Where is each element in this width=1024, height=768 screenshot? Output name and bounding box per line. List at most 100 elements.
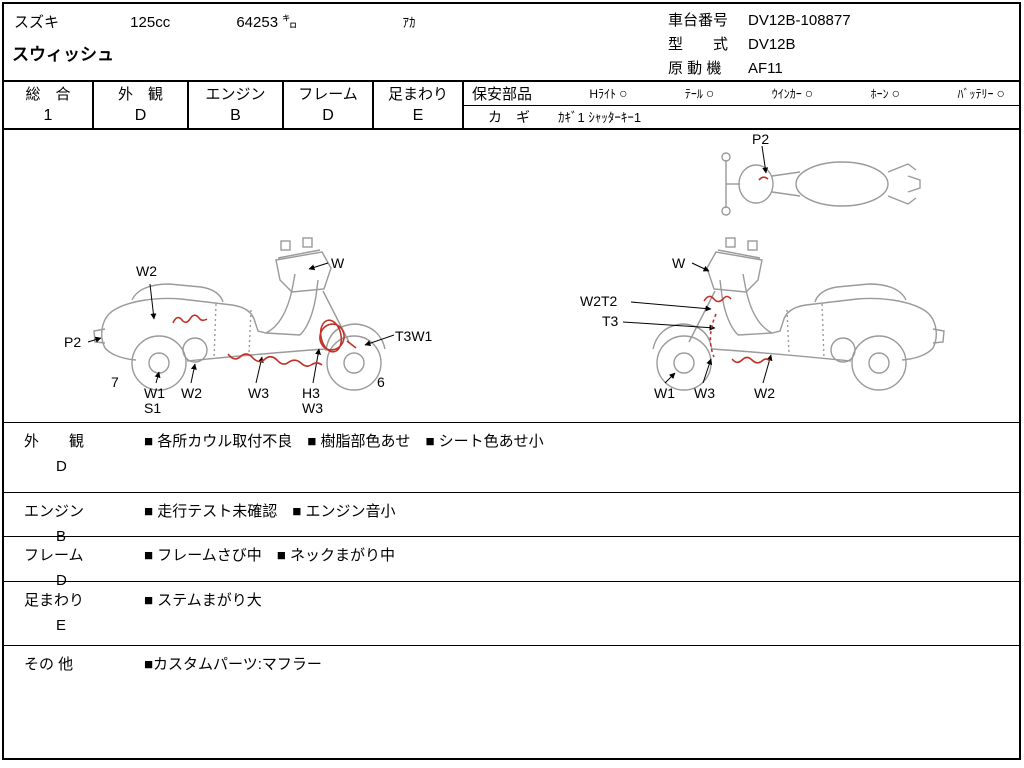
grade-value: D xyxy=(134,107,147,124)
damage-code-w: W xyxy=(331,255,345,271)
damage-code-t3: T3 xyxy=(602,313,619,329)
tire-code-6: 6 xyxy=(377,374,385,390)
safety-item-tail: ﾃｰﾙ ○ xyxy=(685,85,714,102)
comment-row-other: その 他 ■カスタムパーツ:マフラー xyxy=(4,646,1019,758)
damage-code-w2-right: W2 xyxy=(754,385,775,401)
comment-text: ■ ステムまがり大 xyxy=(144,592,262,609)
safety-item-battery: ﾊﾞｯﾃﾘｰ ○ xyxy=(957,85,1004,102)
grade-label: 外 観 xyxy=(117,86,163,103)
model-name: スウィッシュ xyxy=(12,45,114,64)
key-row: カ ギ ｶｷﾞ1 ｼｬｯﾀｰｷｰ1 xyxy=(464,106,1019,129)
vehicle-summary-row: スズキ 125cc 64253 ㌔ ｱｶ xyxy=(4,4,1019,32)
chassis-number-value: DV12B-108877 xyxy=(748,12,851,29)
comment-label-block: フレーム D xyxy=(24,544,144,589)
engine-code-value: AF11 xyxy=(748,60,783,77)
top-header: スズキ 125cc 64253 ㌔ ｱｶ スウィッシュ 車台番号 DV12B-10… xyxy=(4,4,1019,80)
model-type-label: 型 式 xyxy=(668,36,729,53)
damage-code-w3: W3 xyxy=(248,385,269,401)
engine-code-row: 原 動 機 AF11 xyxy=(668,57,851,81)
tire-code-7: 7 xyxy=(111,374,119,390)
damage-code-w1: W1 xyxy=(144,385,165,401)
status-circle-icon: ○ xyxy=(804,85,814,102)
comment-row-undercarriage: 足まわり E ■ ステムまがり大 xyxy=(4,582,1019,646)
status-circle-icon: ○ xyxy=(705,85,715,102)
comment-row-frame: フレーム D ■ フレームさび中 ■ ネックまがり中 xyxy=(4,537,1019,589)
comment-grade xyxy=(24,674,144,681)
grade-cell-overall: 総 合 1 xyxy=(4,82,94,128)
safety-item-winker: ｳｲﾝｶｰ ○ xyxy=(772,85,813,102)
chassis-number-label: 車台番号 xyxy=(668,12,729,29)
comment-label-block: 外 観 D xyxy=(24,430,144,492)
damage-code-w-right: W xyxy=(672,255,686,271)
damage-code-p2-topview: P2 xyxy=(752,131,770,147)
damage-code-w3-right: W3 xyxy=(694,385,715,401)
damage-code-w3b: W3 xyxy=(302,400,323,416)
status-circle-icon: ○ xyxy=(891,85,901,102)
damage-code-h3: H3 xyxy=(302,385,320,401)
grade-cell-undercarriage: 足まわり E xyxy=(374,82,464,128)
comment-label-block: 足まわり E xyxy=(24,589,144,645)
comment-grade: E xyxy=(56,617,67,634)
damage-code-w2-top: W2 xyxy=(136,263,157,279)
comment-label-block: エンジン B xyxy=(24,500,144,545)
comment-text: ■ 各所カウル取付不良 ■ 樹脂部色あせ ■ シート色あせ小 xyxy=(144,433,544,450)
comment-grade: B xyxy=(56,528,67,545)
comment-row-exterior: 外 観 D ■ 各所カウル取付不良 ■ 樹脂部色あせ ■ シート色あせ小 xyxy=(4,423,1019,493)
safety-item-headlight: Hﾗｲﾄ ○ xyxy=(589,85,627,102)
comment-text: ■ フレームさび中 ■ ネックまがり中 xyxy=(144,547,396,564)
key-value: ｶｷﾞ1 ｼｬｯﾀｰｷｰ1 xyxy=(558,110,642,126)
damage-diagram: P2 W2 W P2 T3W1 7 6 W1 S1 W2 W3 H3 W3 W … xyxy=(4,130,1019,423)
engine-code-label: 原 動 機 xyxy=(668,60,722,77)
damage-marks xyxy=(172,176,771,367)
pointer-arrows xyxy=(87,145,773,384)
grade-cell-exterior: 外 観 D xyxy=(94,82,189,128)
grade-bar: 総 合 1 外 観 D エンジン B フレーム D 足まわり E 保安部品 Hﾗ… xyxy=(4,80,1019,130)
grade-label: 総 合 xyxy=(25,86,71,103)
grade-label: フレーム xyxy=(298,86,358,103)
displacement: 125cc xyxy=(130,14,171,31)
comment-label: 外 観 xyxy=(24,433,85,450)
damage-code-w2-bottom: W2 xyxy=(181,385,202,401)
grade-value: B xyxy=(230,107,241,124)
comment-grade: D xyxy=(56,572,67,589)
comment-label: エンジン xyxy=(24,503,85,520)
comment-grade: D xyxy=(56,458,67,475)
model-type-row: 型 式 DV12B xyxy=(668,33,851,57)
maker-name: スズキ xyxy=(14,14,60,31)
status-circle-icon: ○ xyxy=(996,85,1005,102)
grade-label: 足まわり xyxy=(387,86,448,103)
grade-label: エンジン xyxy=(205,86,266,103)
safety-item-name: Hﾗｲﾄ xyxy=(589,86,617,101)
safety-item-name: ﾎｰﾝ xyxy=(870,86,889,101)
top-view-scooter xyxy=(721,152,921,216)
safety-parts-label: 保安部品 xyxy=(472,85,533,103)
key-label: カ ギ xyxy=(488,108,530,125)
damage-code-t3w1: T3W1 xyxy=(395,328,433,344)
identification-block: 車台番号 DV12B-108877 型 式 DV12B 原 動 機 AF11 xyxy=(668,9,851,81)
safety-parts-cell: 保安部品 Hﾗｲﾄ ○ ﾃｰﾙ ○ ｳｲﾝｶｰ ○ ﾎｰﾝ ○ xyxy=(464,82,1019,128)
comment-label: 足まわり xyxy=(24,592,85,609)
comments-section: 外 観 D ■ 各所カウル取付不良 ■ 樹脂部色あせ ■ シート色あせ小 エンジ… xyxy=(4,423,1019,758)
damage-code-w1-right: W1 xyxy=(654,385,675,401)
safety-item-horn: ﾎｰﾝ ○ xyxy=(871,85,900,102)
grade-cell-frame: フレーム D xyxy=(284,82,374,128)
safety-item-name: ﾃｰﾙ xyxy=(684,86,703,101)
comment-text: ■カスタムパーツ:マフラー xyxy=(144,656,322,673)
scooter-diagram-art xyxy=(87,145,945,391)
chassis-number-row: 車台番号 DV12B-108877 xyxy=(668,9,851,33)
body-color: ｱｶ xyxy=(402,15,416,30)
model-type-value: DV12B xyxy=(748,36,796,53)
comment-label: その 他 xyxy=(24,656,74,673)
comment-row-engine: エンジン B ■ 走行テスト未確認 ■ エンジン音小 xyxy=(4,493,1019,545)
grade-value: E xyxy=(412,107,424,124)
damage-code-s1: S1 xyxy=(144,400,162,416)
comment-label: フレーム xyxy=(24,547,84,564)
status-circle-icon: ○ xyxy=(619,85,628,102)
comment-label-block: その 他 xyxy=(24,653,144,758)
grade-value: D xyxy=(322,107,334,124)
grade-cell-engine: エンジン B xyxy=(189,82,284,128)
safety-item-name: ｳｲﾝｶｰ xyxy=(771,86,802,101)
safety-parts-row: 保安部品 Hﾗｲﾄ ○ ﾃｰﾙ ○ ｳｲﾝｶｰ ○ ﾎｰﾝ ○ xyxy=(464,82,1019,106)
comment-text: ■ 走行テスト未確認 ■ エンジン音小 xyxy=(144,503,396,520)
